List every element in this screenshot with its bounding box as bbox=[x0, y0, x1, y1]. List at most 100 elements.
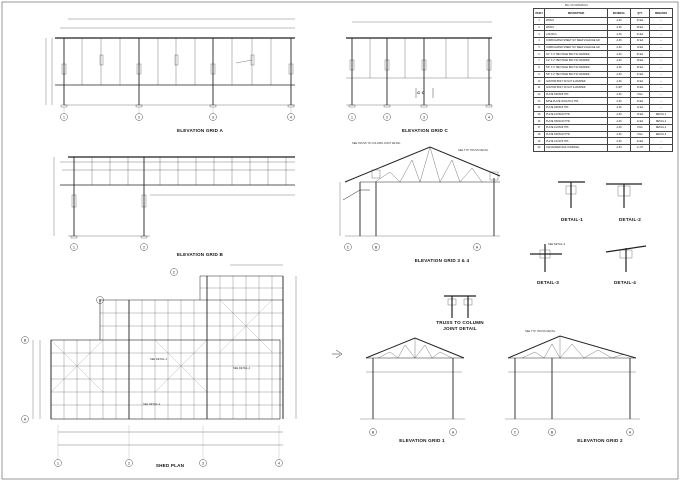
table-cell: 13 bbox=[533, 97, 545, 105]
table-cell: 8 EA bbox=[630, 130, 650, 139]
shed-plan bbox=[21, 264, 297, 467]
bom-header-description: DESCRIPTION bbox=[544, 8, 608, 18]
title-truss-joint-1: TRUSS TO COLUMN bbox=[436, 320, 484, 325]
table-cell: 60 EA bbox=[630, 50, 650, 59]
table-cell: 5/8" X 2" HEX HEAD BOLT W/ WASHER bbox=[544, 70, 608, 79]
bom-header-remarks: REMARKS bbox=[649, 8, 673, 18]
table-cell: 4 bbox=[533, 37, 545, 45]
table-cell: -- bbox=[649, 90, 673, 99]
grid-bubble: 4 bbox=[278, 461, 280, 465]
table-cell: PLATE 3/8X8X8 THK bbox=[544, 90, 608, 99]
grid-bubble: 4 bbox=[488, 115, 490, 119]
table-cell: 1 bbox=[533, 17, 545, 25]
elevation-grid-a bbox=[45, 18, 295, 121]
table-cell: 28 EA bbox=[630, 23, 650, 32]
title-detail-1: DETAIL-1 bbox=[561, 217, 583, 222]
table-cell: CORRUGATED SHEET 3/4" DEEP 24GAUGE GR bbox=[544, 37, 608, 45]
table-cell: A-36 bbox=[607, 70, 631, 79]
grid-bubble: A bbox=[452, 430, 455, 434]
table-cell: 16 bbox=[533, 117, 545, 125]
table-cell: -- bbox=[649, 137, 673, 146]
table-cell: -- bbox=[649, 17, 673, 25]
table-cell: -- bbox=[649, 23, 673, 32]
table-cell: 32 EA bbox=[630, 37, 650, 45]
table-cell: BASE PLATE 3/4X12X12 THK bbox=[544, 97, 608, 105]
grid-bubble: A bbox=[629, 430, 632, 434]
table-cell: 20 EA bbox=[630, 17, 650, 25]
grid-bubble: 2 bbox=[138, 115, 140, 119]
table-cell: -- bbox=[649, 30, 673, 39]
table-cell: 40 EA bbox=[630, 77, 650, 85]
table-cell: -- bbox=[649, 103, 673, 112]
title-elevation-grid-3-4: ELEVATION GRID 3 & 4 bbox=[414, 258, 470, 263]
table-cell: 36 EA bbox=[630, 63, 650, 72]
table-cell: -- bbox=[649, 37, 673, 45]
table-cell: ANCHOR BOLT W/ NUT & WASHER bbox=[544, 77, 608, 85]
table-cell: PLATE 1/4X4X6 THK bbox=[544, 137, 608, 146]
table-cell: A-36 bbox=[607, 17, 631, 25]
table-cell: 17 bbox=[533, 124, 545, 132]
table-cell: A-36 bbox=[607, 50, 631, 59]
bom-header-qty: QTY. bbox=[630, 8, 650, 18]
note-truss-joint: SEE TRUSS TO COLUMN JOINT DETAIL bbox=[352, 142, 401, 145]
grid-bubble: 2 bbox=[143, 245, 145, 249]
table-cell: 16 EA bbox=[630, 110, 650, 119]
table-cell: 12 EA bbox=[630, 117, 650, 125]
title-elevation-grid-2: ELEVATION GRID 2 bbox=[577, 438, 623, 443]
table-cell: DETAIL-1 bbox=[649, 110, 673, 119]
table-cell: 24 EA bbox=[630, 70, 650, 79]
table-cell: A-36 bbox=[607, 97, 631, 105]
table-cell: A-36 bbox=[607, 90, 631, 99]
table-cell: 5/8" X 3" HEX HEAD BOLT W/ WASHER bbox=[544, 63, 608, 72]
table-cell: -- bbox=[649, 43, 673, 52]
table-cell: -- bbox=[649, 57, 673, 65]
table-cell: PLATE 3/8X6X6 THK bbox=[544, 103, 608, 112]
table-cell: A-36 bbox=[607, 117, 631, 125]
grid-bubble: A bbox=[24, 417, 27, 421]
table-cell: PLATE 3/8X6X10 THK bbox=[544, 130, 608, 139]
table-cell: 8 EA bbox=[630, 90, 650, 99]
grid-bubble: 4 bbox=[290, 115, 292, 119]
grid-bubble: B bbox=[375, 245, 378, 249]
table-cell: DETAIL-3 bbox=[649, 124, 673, 132]
table-cell: A-36 bbox=[607, 43, 631, 52]
table-cell: 9 bbox=[533, 70, 545, 79]
truss-to-column-joint-detail bbox=[444, 295, 476, 318]
grid-bubble: B bbox=[24, 338, 27, 342]
note-detail-2: SEE DETAIL-2 bbox=[233, 367, 251, 370]
table-cell: PLATE 1/2X6X8 THK bbox=[544, 124, 608, 132]
table-cell: 8 bbox=[533, 63, 545, 72]
table-cell: PLATE 3/8X4X10 THK bbox=[544, 117, 608, 125]
title-elevation-grid-c: ELEVATION GRID C bbox=[401, 128, 449, 133]
grid-bubble: C bbox=[99, 298, 102, 302]
grid-bubble: C bbox=[173, 270, 176, 274]
table-cell: 15 bbox=[533, 110, 545, 119]
table-cell: 14 bbox=[533, 103, 545, 112]
title-elevation-grid-b: ELEVATION GRID B bbox=[176, 252, 224, 257]
detail-2 bbox=[606, 183, 642, 208]
grid-bubble: 2 bbox=[386, 115, 388, 119]
bom-header-item: ITEM # bbox=[533, 8, 545, 18]
table-cell: 18 EA bbox=[630, 43, 650, 52]
grid-bubble: A bbox=[476, 245, 479, 249]
table-cell: -- bbox=[649, 50, 673, 59]
grid-bubble: C bbox=[347, 245, 350, 249]
table-cell: A-36 bbox=[607, 63, 631, 72]
table-cell: A-36 bbox=[607, 124, 631, 132]
table-cell: 8 EA bbox=[630, 124, 650, 132]
title-elevation-grid-1: ELEVATION GRID 1 bbox=[399, 438, 445, 443]
